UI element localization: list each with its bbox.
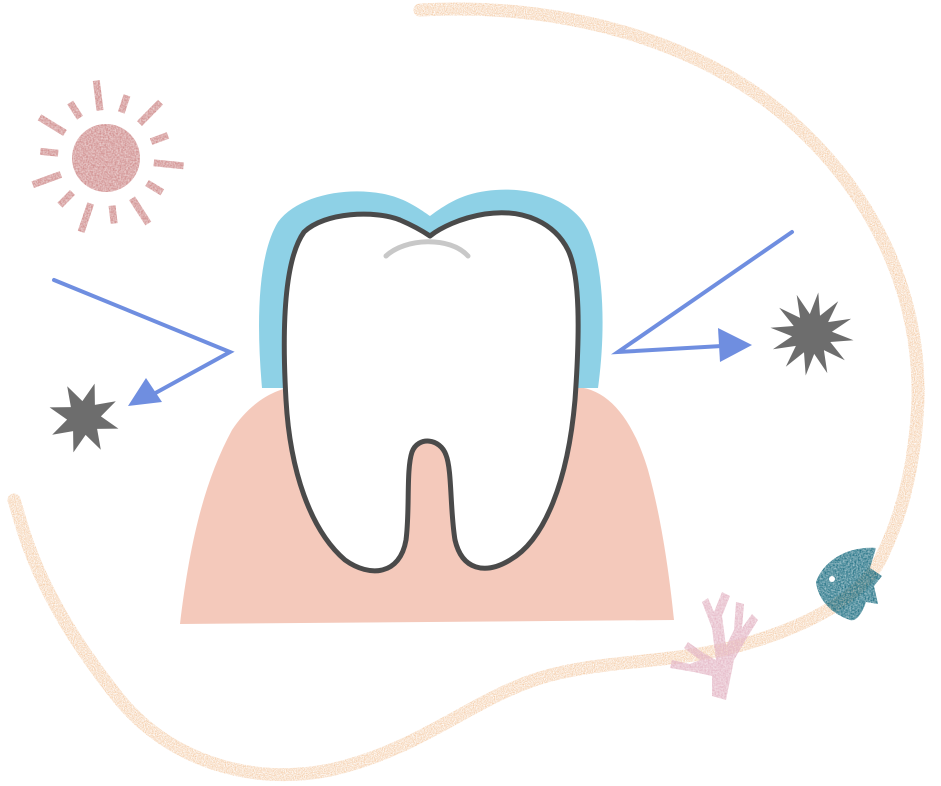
sun-ray bbox=[37, 114, 67, 136]
arrow-right-head bbox=[718, 328, 752, 362]
sun-icon bbox=[31, 80, 184, 234]
sun-ray bbox=[92, 80, 104, 111]
sun-ray bbox=[153, 159, 184, 170]
tooth-icon bbox=[281, 210, 581, 574]
deflected-arrow-right bbox=[610, 230, 794, 362]
sun-ray bbox=[57, 189, 75, 208]
sun-rays bbox=[31, 80, 184, 234]
fish-eye bbox=[829, 576, 835, 582]
coral-shape bbox=[670, 592, 758, 700]
bacteria-burst-icon bbox=[49, 383, 119, 453]
sun-ray bbox=[129, 196, 152, 226]
decorative-blob-outline bbox=[7, 2, 925, 782]
fish-icon bbox=[816, 547, 882, 621]
tooth-groove bbox=[383, 239, 471, 259]
arrow-left-line bbox=[52, 278, 235, 398]
sun-ray bbox=[149, 132, 170, 145]
arrow-right-line bbox=[610, 230, 794, 355]
sun-ray bbox=[145, 180, 165, 196]
coral-icon bbox=[670, 592, 758, 700]
sun-ray bbox=[108, 205, 118, 224]
sun-ray bbox=[67, 100, 83, 120]
bacteria-burst-icon bbox=[770, 292, 854, 376]
sun-ray bbox=[117, 94, 131, 114]
sun-ray bbox=[39, 147, 59, 157]
sun-ray bbox=[77, 202, 95, 234]
arrow-left-head bbox=[128, 378, 162, 406]
fish-body bbox=[816, 547, 882, 621]
sun-ray bbox=[137, 99, 163, 127]
deflected-arrow-left bbox=[52, 278, 235, 406]
sun-ray bbox=[31, 171, 63, 188]
sun-core bbox=[72, 124, 140, 192]
